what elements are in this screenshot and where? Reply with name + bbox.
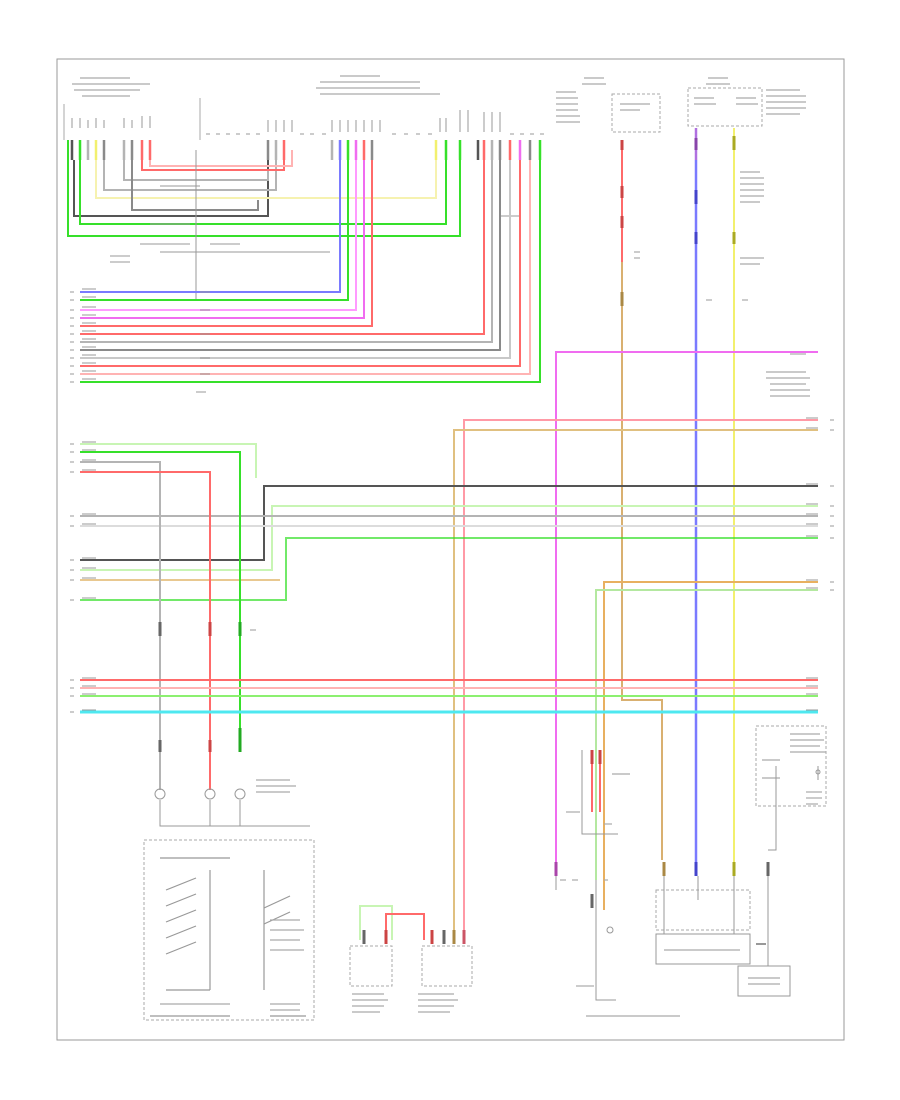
radio-dashed-area	[655, 889, 751, 931]
wire-magenta-long	[555, 351, 818, 862]
wire-red-bus-3	[80, 160, 521, 367]
amplifier-box	[737, 965, 791, 997]
upper-harness-wires	[67, 140, 461, 237]
wire-red-bus-2	[80, 160, 485, 335]
wire-tan-fuse-left	[621, 262, 663, 860]
header-label-left	[72, 77, 150, 97]
wire-pink-long	[463, 419, 818, 933]
wire-blue-bus	[80, 160, 341, 293]
antenna-connector	[755, 725, 827, 851]
wire-lightgray-bus	[80, 160, 511, 359]
lower-terminal-labels	[70, 677, 818, 713]
wire-gray-loop	[103, 160, 277, 191]
steering-pad-switch	[143, 839, 315, 1021]
wire-green-bus-2	[80, 160, 541, 383]
radio-receiver-box	[655, 933, 751, 965]
front-speaker-lh	[349, 905, 425, 1013]
wire-lightgreen-spk	[80, 443, 257, 478]
front-speaker-rh	[418, 914, 473, 1013]
wire-pink-bus	[80, 160, 357, 311]
diagram-border	[56, 58, 845, 1041]
bus-lines-upper	[80, 160, 541, 383]
inline-connector-marks	[158, 136, 770, 876]
spiral-terminal-1	[154, 788, 166, 800]
pin-stubs	[70, 140, 542, 160]
spiral-terminal-3	[234, 788, 246, 800]
steering-switch-box	[143, 839, 315, 1021]
antenna-amplifier	[737, 876, 791, 997]
wire-lightyellow-loop	[95, 160, 437, 199]
radio-receiver	[655, 876, 751, 965]
harness-annotations	[110, 150, 520, 300]
wire-green-loop-outer	[67, 140, 461, 237]
wire-darkgray-bus	[80, 160, 501, 351]
wire-pink-loop	[149, 150, 293, 167]
wire-green-long	[80, 537, 818, 601]
antenna-amplifier-label	[766, 353, 810, 397]
lower-bus-wires	[80, 679, 818, 714]
left-middle-wires	[80, 443, 257, 790]
fuse-block-left	[556, 77, 663, 860]
wire-green-spk	[80, 451, 241, 740]
wire-tan-long	[453, 429, 818, 933]
wire-gray-spk	[80, 461, 161, 790]
header-label-center	[316, 75, 440, 95]
fuse-box-outline-right	[687, 87, 763, 127]
mid-right-wires	[80, 351, 818, 933]
wire-darkgray-stub	[131, 160, 259, 211]
wire-annotation-ticks	[250, 251, 748, 881]
wire-gray-bus	[80, 160, 493, 343]
bus-label-ticks	[70, 288, 210, 393]
top-connector-block	[63, 75, 544, 140]
wire-red-bus	[80, 160, 373, 327]
wire-black-long	[80, 485, 818, 561]
wire-red-spk	[80, 471, 211, 790]
spiral-cable	[154, 779, 310, 827]
navigation-receiver	[555, 750, 680, 1017]
wire-black-loop	[73, 160, 269, 217]
right-terminal-labels	[806, 417, 834, 591]
wire-pink-bus-2	[80, 160, 531, 375]
pin-labels	[71, 110, 544, 135]
left-terminal-labels	[70, 441, 96, 601]
wire-lightgreen-3	[595, 589, 818, 880]
fuse-block-right	[687, 77, 806, 862]
wire-magenta-bus	[80, 160, 365, 319]
fuse-box-outline-left	[611, 93, 661, 133]
wire-green-loop-inner	[79, 160, 447, 225]
wire-orange-long	[603, 581, 818, 910]
wire-lightgreen-long	[80, 505, 818, 571]
wire-green-bus	[80, 160, 349, 301]
spiral-terminal-2	[204, 788, 216, 800]
